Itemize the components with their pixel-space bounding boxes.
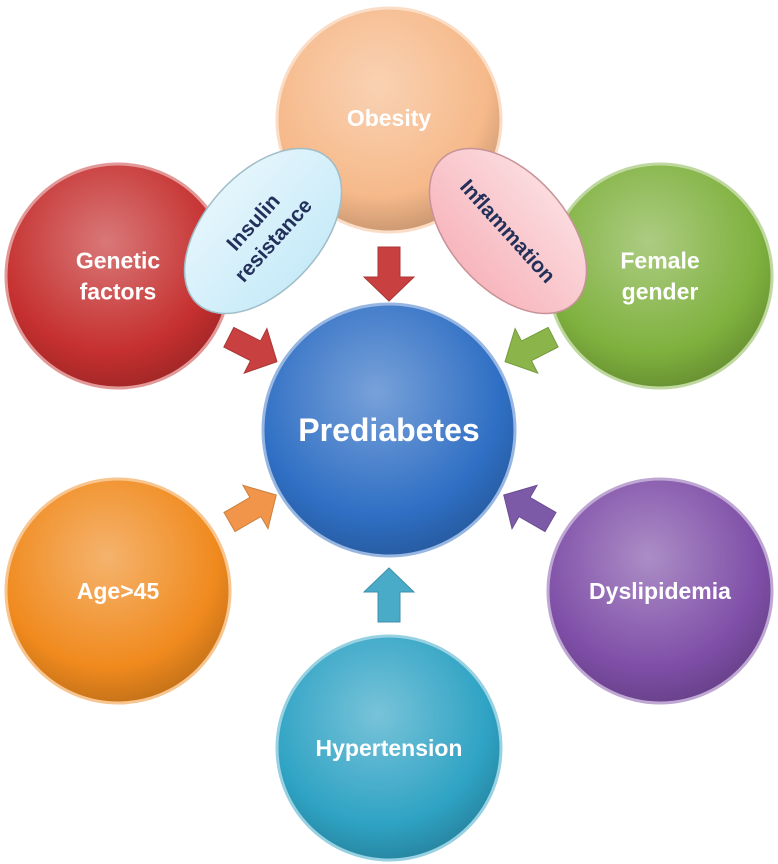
mediator-ellipse bbox=[428, 147, 588, 315]
label-line: Dyslipidemia bbox=[589, 578, 731, 604]
label-line: Female bbox=[620, 248, 699, 274]
factor-hypertension: Hypertension bbox=[275, 634, 503, 862]
arrow-dyslipidemia bbox=[503, 484, 557, 533]
arrow-hypertension bbox=[362, 567, 416, 623]
arrow-obesity bbox=[362, 246, 416, 302]
center-node: Prediabetes bbox=[261, 302, 517, 558]
center-label: Prediabetes bbox=[298, 412, 479, 448]
label-line: Age>45 bbox=[77, 578, 160, 604]
mediator-inflammation: Inflammation bbox=[428, 147, 588, 315]
arrow-age bbox=[223, 484, 277, 533]
label-line: Obesity bbox=[347, 105, 432, 131]
factor-circle bbox=[4, 477, 232, 705]
mediator-ellipse bbox=[183, 147, 343, 315]
label-line: factors bbox=[80, 279, 157, 305]
label-line: Hypertension bbox=[316, 735, 463, 761]
label-line: Genetic bbox=[76, 248, 161, 274]
factor-circle bbox=[275, 634, 503, 862]
factor-female: Female gender bbox=[546, 162, 774, 390]
factor-dyslipidemia: Dyslipidemia bbox=[546, 477, 774, 705]
label-line: gender bbox=[622, 279, 699, 305]
factor-age: Age>45 bbox=[4, 477, 232, 705]
center-circle bbox=[261, 302, 517, 558]
arrow-genetic bbox=[223, 326, 278, 374]
factor-genetic: Genetic factors bbox=[4, 162, 232, 390]
arrow-female bbox=[504, 326, 559, 374]
factor-circle bbox=[546, 477, 774, 705]
